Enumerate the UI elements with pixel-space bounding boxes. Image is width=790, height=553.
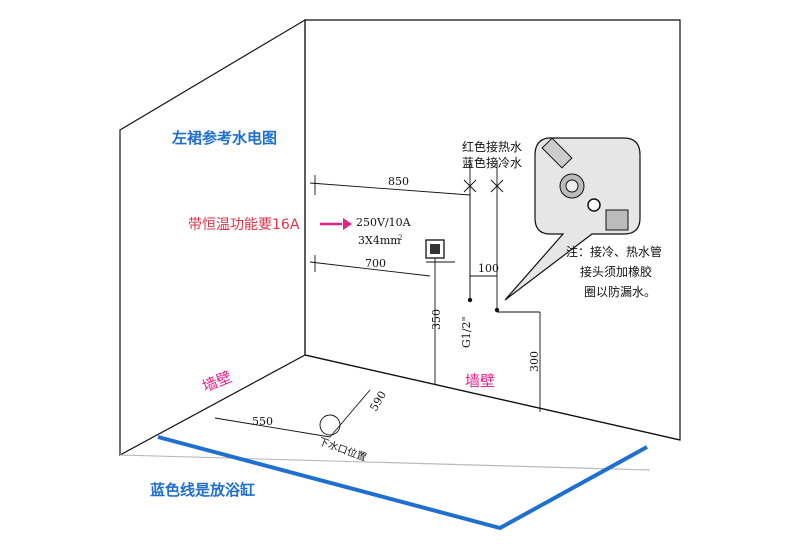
- dim-700-label: 700: [365, 257, 386, 270]
- bathtub-outline: [157, 435, 648, 531]
- socket-spec-2: 3X4mm: [358, 234, 401, 247]
- dim-100-label: 100: [478, 262, 499, 275]
- cold-water-label: 蓝色接冷水: [462, 155, 522, 170]
- hot-valve-icon: [463, 179, 477, 193]
- note-line-1: 注：接冷、热水管: [566, 244, 662, 259]
- electrical-socket: [425, 239, 455, 340]
- bathtub-note: 蓝色线是放浴缸: [150, 481, 255, 499]
- wall-label-left: 墙壁: [200, 368, 235, 396]
- dim-590-label: 590: [367, 389, 389, 414]
- pipe-thread-label: G1/2": [460, 316, 473, 348]
- room-walls: [119, 18, 681, 471]
- dimension-300: 300: [497, 311, 541, 412]
- note-line-2: 接头须加橡胶: [580, 264, 652, 279]
- dim-550-label: 550: [252, 415, 273, 428]
- drain-icon: [319, 414, 341, 436]
- dim-300-label: 300: [528, 351, 541, 372]
- dim-350-label: 350: [430, 309, 443, 330]
- socket-spec-sup: 2: [398, 234, 402, 242]
- floor-back-edge: [304, 354, 681, 441]
- drain-label: 下水口位置: [317, 435, 368, 464]
- hot-water-label: 红色接热水: [462, 139, 522, 154]
- wall-label-right: 墙壁: [465, 372, 495, 390]
- dimension-700: 700: [309, 255, 431, 277]
- water-valves: 100: [463, 160, 504, 313]
- dimension-350: 350: [430, 309, 443, 385]
- fitting-callout: [504, 137, 641, 301]
- pipe-fitting-icon: [541, 137, 629, 231]
- thermostat-note: 带恒温功能要16A: [188, 217, 300, 233]
- arrow-icon: [320, 218, 352, 230]
- cold-valve-icon: [490, 179, 504, 193]
- note-line-3: 圈以防漏水。: [584, 284, 656, 299]
- floor-front-edge: [119, 454, 651, 471]
- page-title: 左裙参考水电图: [171, 129, 277, 147]
- floor-dimensions: 550 590: [214, 389, 389, 438]
- socket-spec-1: 250V/10A: [356, 216, 412, 229]
- dim-850-label: 850: [388, 175, 409, 188]
